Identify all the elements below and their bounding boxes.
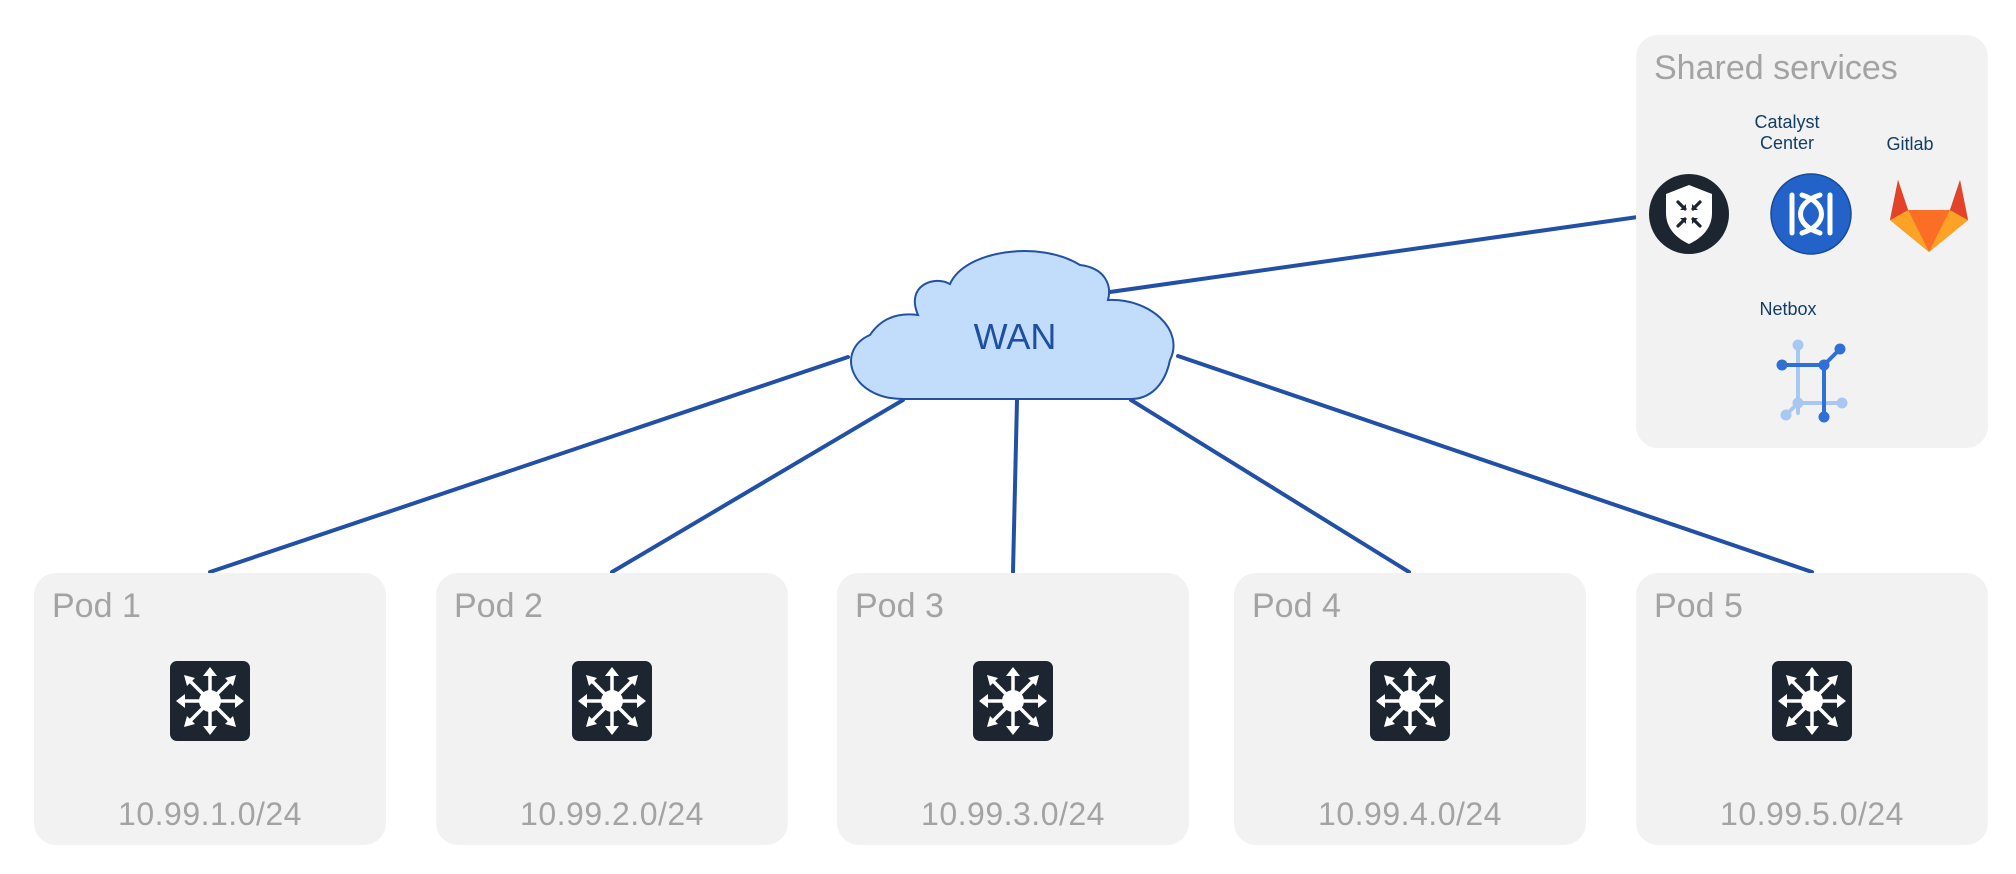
- pod-4-subnet: 10.99.4.0/24: [1318, 796, 1502, 832]
- pod-5-panel: Pod 5 10.99.5.0/24: [1636, 573, 1988, 845]
- wan-cloud: [850, 250, 1175, 400]
- firewall-icon[interactable]: [1648, 173, 1730, 255]
- shared-services-title: Shared services: [1654, 49, 1898, 87]
- pod-2-subnet: 10.99.2.0/24: [520, 796, 704, 832]
- pod-4-title: Pod 4: [1252, 587, 1341, 625]
- pod-3-title: Pod 3: [855, 587, 944, 625]
- link-wan-shared-services: [1108, 213, 1654, 294]
- link-wan-pod-5: [1176, 354, 1814, 574]
- wan-label: WAN: [973, 316, 1057, 357]
- catalyst-center-icon[interactable]: [1770, 173, 1852, 255]
- pod-5-subnet: 10.99.5.0/24: [1720, 796, 1904, 832]
- pod-3-subnet: 10.99.3.0/24: [921, 796, 1105, 832]
- link-wan-pod-2: [610, 398, 905, 574]
- pod-1-subnet: 10.99.1.0/24: [118, 796, 302, 832]
- pod-3-panel: Pod 3 10.99.3.0/24: [837, 573, 1189, 845]
- catalyst-center-label: Catalyst Center: [1754, 112, 1820, 153]
- pod-4-panel: Pod 4 10.99.4.0/24: [1234, 573, 1586, 845]
- gitlab-icon[interactable]: [1886, 170, 1972, 254]
- netbox-label: Netbox: [1759, 299, 1817, 319]
- shared-services-panel: Shared services Catalyst Center Gitlab N…: [1636, 35, 1988, 448]
- link-wan-pod-3: [1011, 398, 1019, 574]
- gitlab-label: Gitlab: [1886, 134, 1934, 154]
- pod-5-title: Pod 5: [1654, 587, 1743, 625]
- layer3-switch-icon[interactable]: [1369, 660, 1451, 742]
- pod-2-title: Pod 2: [454, 587, 543, 625]
- pod-1-panel: Pod 1 10.99.1.0/24: [34, 573, 386, 845]
- link-wan-pod-1: [208, 355, 850, 574]
- link-wan-pod-4: [1129, 398, 1411, 574]
- layer3-switch-icon[interactable]: [571, 660, 653, 742]
- pod-2-panel: Pod 2 10.99.2.0/24: [436, 573, 788, 845]
- netbox-icon[interactable]: [1768, 335, 1858, 425]
- layer3-switch-icon[interactable]: [1771, 660, 1853, 742]
- layer3-switch-icon[interactable]: [169, 660, 251, 742]
- pod-1-title: Pod 1: [52, 587, 141, 625]
- layer3-switch-icon[interactable]: [972, 660, 1054, 742]
